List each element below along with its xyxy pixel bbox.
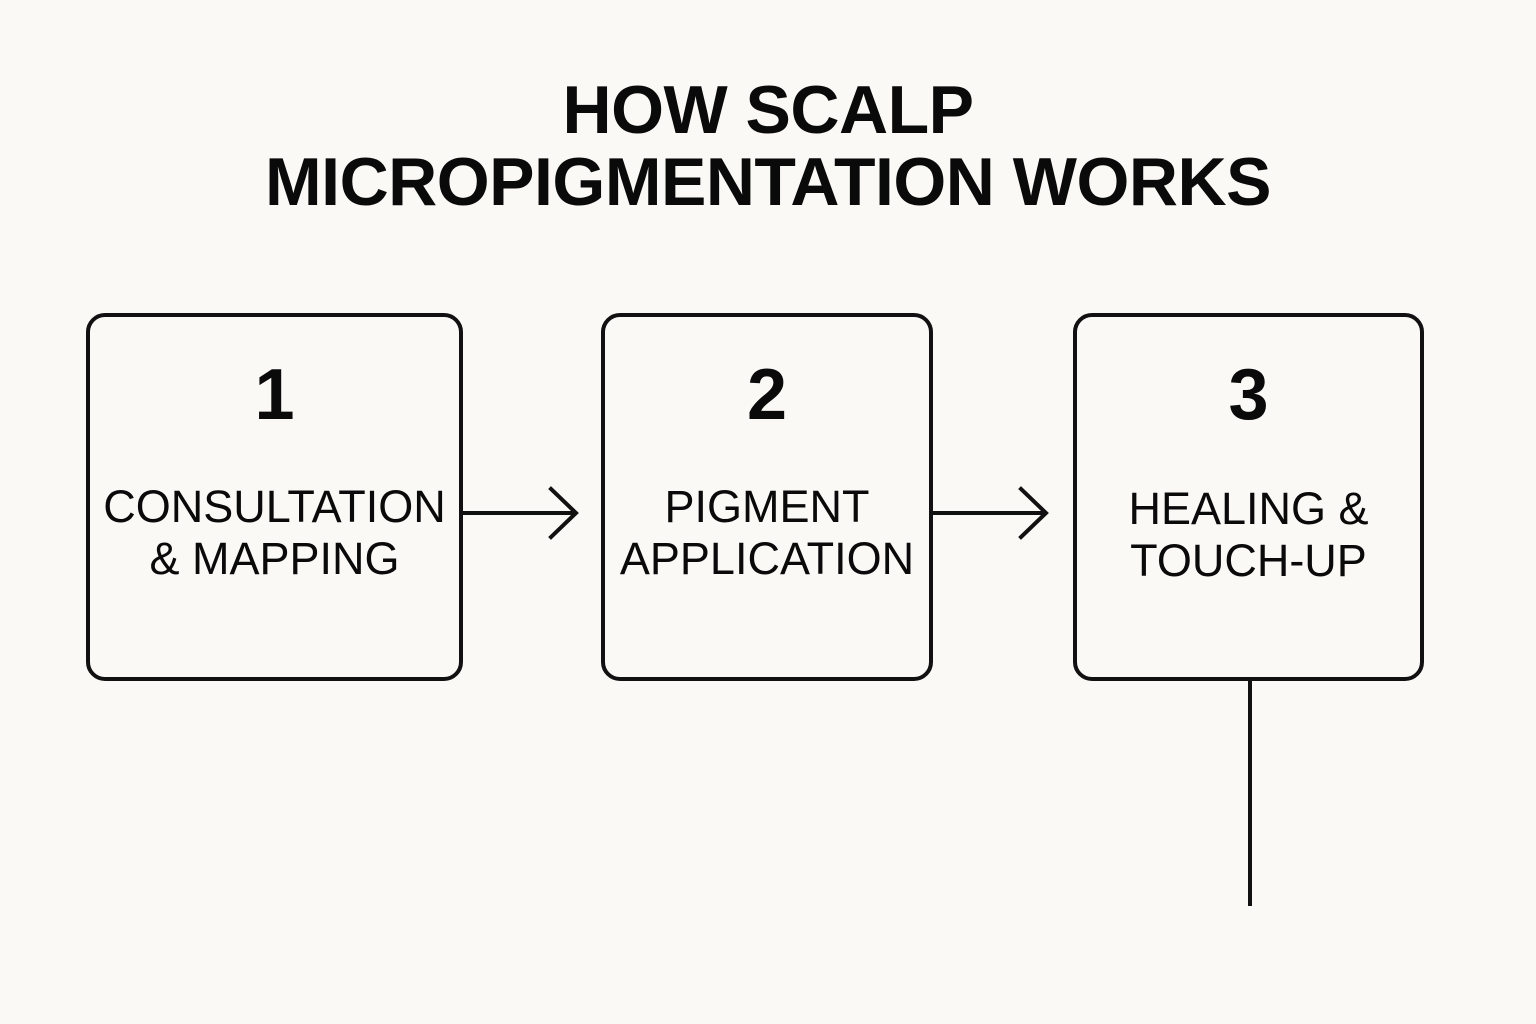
step-2-label: PIGMENT APPLICATION bbox=[619, 481, 915, 584]
page-title: HOW SCALP MICROPIGMENTATION WORKS bbox=[0, 74, 1536, 218]
step-1-label: CONSULTATION & MAPPING bbox=[103, 481, 446, 584]
page-title-line-1: HOW SCALP bbox=[562, 72, 974, 148]
step-box-3: 3 HEALING & TOUCH-UP bbox=[1073, 313, 1424, 681]
step-1-number: 1 bbox=[254, 355, 295, 435]
step-2-number: 2 bbox=[746, 355, 788, 435]
step-3-label: HEALING & TOUCH-UP bbox=[1128, 483, 1369, 586]
arrow-step-1-to-2-icon bbox=[463, 483, 583, 543]
step-box-2: 2 PIGMENT APPLICATION bbox=[601, 313, 933, 681]
page-title-line-2: MICROPIGMENTATION WORKS bbox=[265, 144, 1271, 220]
step-3-number: 3 bbox=[1228, 355, 1269, 435]
step-box-1: 1 CONSULTATION & MAPPING bbox=[86, 313, 463, 681]
drop-line-from-step-3 bbox=[1248, 681, 1252, 906]
arrow-step-2-to-3-icon bbox=[933, 483, 1053, 543]
